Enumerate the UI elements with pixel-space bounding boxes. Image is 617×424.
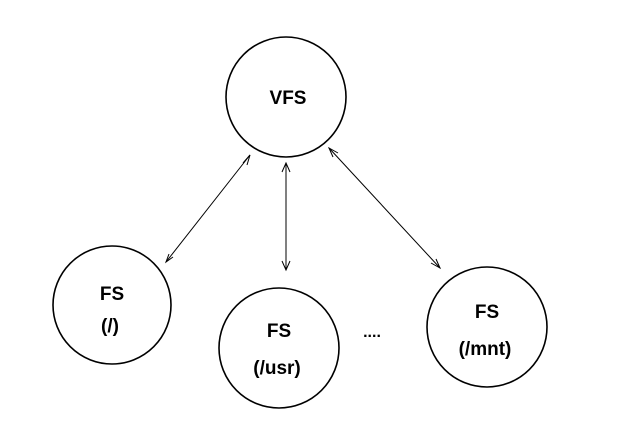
arrowhead-up-icon — [327, 146, 339, 158]
node-fs-root-label-line1: FS — [100, 284, 124, 305]
node-fs-mnt-label-line1: FS — [475, 302, 499, 323]
edge-vfs-root-line — [165, 154, 251, 263]
node-vfs-circle — [225, 36, 347, 158]
node-fs-mnt-label-line2: (/mnt) — [459, 339, 512, 360]
node-fs-usr-circle — [218, 287, 340, 409]
edge-vfs-mnt — [327, 146, 442, 270]
node-vfs-label: VFS — [270, 88, 307, 109]
edge-vfs-mnt-line — [328, 147, 441, 269]
arrowhead-up-icon — [281, 161, 291, 173]
edge-vfs-root — [164, 154, 251, 264]
arrowhead-down-icon — [164, 253, 174, 264]
ellipsis-more-filesystems: .... — [363, 324, 381, 341]
node-fs-mnt: FS (/mnt) — [426, 266, 548, 388]
node-fs-root-label-line2: (/) — [101, 316, 119, 337]
node-fs-usr-label-line2: (/usr) — [253, 358, 301, 379]
node-fs-usr-label-line1: FS — [267, 321, 291, 342]
node-fs-mnt-circle — [426, 266, 548, 388]
arrowhead-down-icon — [281, 260, 291, 272]
node-fs-root: FS (/) — [52, 245, 172, 365]
node-fs-root-circle — [52, 245, 172, 365]
node-fs-usr: FS (/usr) — [218, 287, 340, 409]
node-vfs: VFS — [225, 36, 347, 158]
arrowhead-down-icon — [430, 258, 442, 270]
arrowhead-up-icon — [242, 154, 251, 166]
edge-vfs-usr — [281, 161, 291, 272]
